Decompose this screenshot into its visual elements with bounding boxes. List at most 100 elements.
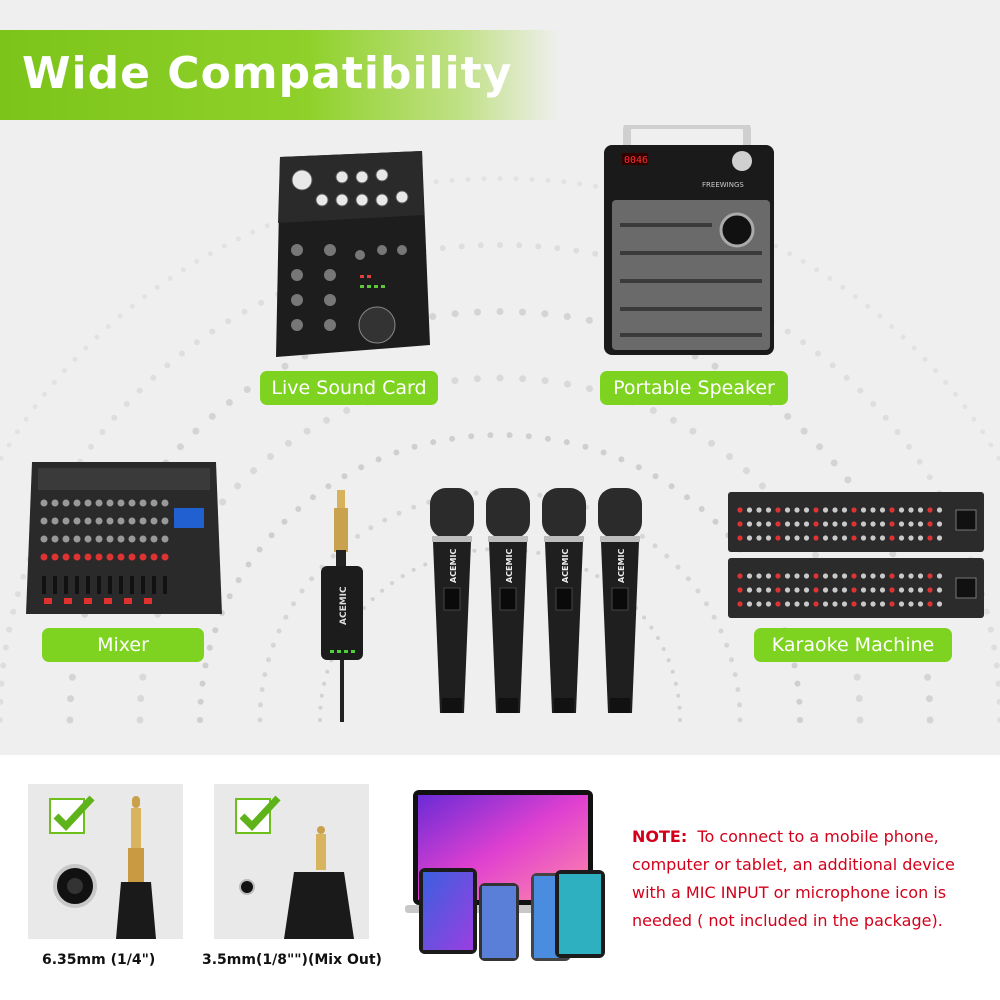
wave-dot <box>318 705 323 710</box>
wave-dot <box>6 626 13 633</box>
wave-dot <box>784 412 792 420</box>
wave-dot <box>870 401 877 407</box>
wave-dot <box>889 550 897 558</box>
wave-dot <box>652 543 658 549</box>
wave-dot <box>451 377 459 385</box>
wave-dot <box>516 242 523 249</box>
mic-grille <box>598 488 642 538</box>
wave-dot <box>561 179 567 185</box>
wave-dot <box>573 247 580 254</box>
wave-dot <box>724 642 730 648</box>
wave-dot <box>829 362 836 369</box>
wave-dot <box>10 608 17 615</box>
note-body: To connect to a mobile phone, computer o… <box>632 827 955 930</box>
wave-dot <box>735 687 741 693</box>
wave-dot <box>592 250 599 257</box>
wave-dot <box>729 657 734 663</box>
wave-dot <box>816 443 824 451</box>
wave-dot <box>0 680 5 687</box>
wave-dot <box>926 716 934 724</box>
svg-text:ACEMIC: ACEMIC <box>505 549 514 583</box>
wave-dot <box>180 267 186 273</box>
mic-grille <box>486 488 530 538</box>
connector-card-3-5mm <box>214 784 369 939</box>
karaoke-machine-image <box>728 492 984 618</box>
wave-dot <box>178 350 185 357</box>
wave-dot <box>535 243 542 250</box>
wave-dot <box>245 561 252 568</box>
wave-dot <box>429 313 437 320</box>
wave-dot <box>677 705 682 710</box>
wave-dot <box>922 356 928 362</box>
wave-dot <box>513 176 519 182</box>
wave-dot <box>916 458 923 465</box>
wave-dot <box>852 294 858 300</box>
wave-dot <box>194 259 200 264</box>
wave-dot <box>996 698 1000 705</box>
wave-dot <box>411 504 417 510</box>
mixer-label: Mixer <box>42 628 204 662</box>
wave-dot <box>323 416 331 424</box>
wave-dot <box>325 483 332 490</box>
mic-body <box>545 542 583 713</box>
wave-dot <box>197 698 204 705</box>
wave-dot <box>390 581 395 586</box>
wave-dot <box>295 506 302 512</box>
wave-dot <box>544 435 551 442</box>
wave-dot <box>276 628 282 634</box>
wave-dot <box>243 386 251 393</box>
wave-dot <box>62 368 67 374</box>
wave-dot <box>281 518 288 525</box>
wave-dot <box>32 404 38 410</box>
wave-dot <box>675 564 681 570</box>
wave-dot <box>794 680 801 687</box>
wave-dot <box>411 443 418 450</box>
wave-dot <box>375 456 382 463</box>
wave-dot <box>299 588 305 594</box>
wave-dot <box>433 179 439 185</box>
wave-dot <box>129 303 135 309</box>
wave-dot <box>577 181 583 187</box>
wave-dot <box>0 717 3 723</box>
wave-dot <box>668 483 675 490</box>
wave-dot <box>855 695 863 702</box>
wave-dot <box>926 474 933 481</box>
wave-dot <box>176 443 184 451</box>
wave-dot <box>136 716 144 724</box>
wave-dot <box>988 442 994 448</box>
wave-dot <box>423 562 428 567</box>
wave-dot <box>468 433 475 440</box>
wave-dot <box>600 449 607 456</box>
wave-dot <box>23 416 29 422</box>
wave-dot <box>142 294 148 300</box>
mic-body <box>489 542 527 713</box>
wave-dot <box>642 615 647 620</box>
wave-dot <box>51 379 57 385</box>
wave-dot <box>67 695 75 703</box>
wave-dot <box>318 718 322 722</box>
live-sound-card-label: Live Sound Card <box>260 371 438 405</box>
wave-dot <box>2 644 9 651</box>
wave-dot <box>270 642 276 648</box>
wave-dot <box>563 439 570 446</box>
wave-dot <box>259 687 265 693</box>
wave-dot <box>537 492 543 498</box>
wave-dot <box>800 339 807 346</box>
connector-6-35mm-label: 6.35mm (1/4") <box>42 952 156 968</box>
wave-dot <box>202 662 209 669</box>
wave-dot <box>541 377 549 385</box>
svg-text:0046: 0046 <box>624 155 648 166</box>
wave-dot <box>465 176 471 182</box>
wave-dot <box>586 385 593 393</box>
wave-dot <box>94 334 100 340</box>
wave-dot <box>481 176 487 182</box>
portable-speaker-image: 0046 FREEWINGS <box>604 125 774 355</box>
wave-dot <box>291 601 296 607</box>
wave-dot <box>400 574 405 579</box>
wave-dot <box>256 546 263 553</box>
wave-dot <box>309 576 315 582</box>
wave-dot <box>676 693 681 698</box>
wave-dot <box>889 324 895 329</box>
mic-grille <box>430 488 474 538</box>
wave-dot <box>993 662 1000 669</box>
